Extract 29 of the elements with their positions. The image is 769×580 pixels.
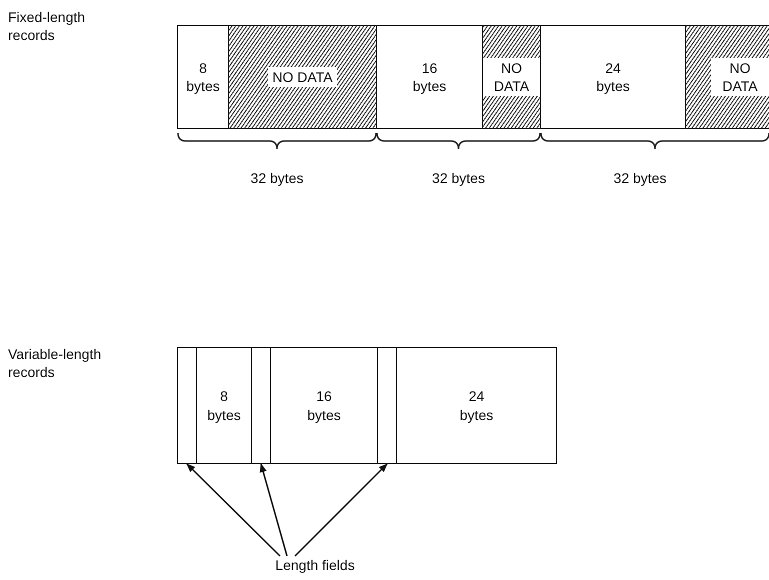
- record-field: [376, 25, 483, 129]
- record-field: [270, 347, 378, 464]
- record-field: [540, 25, 686, 129]
- length-field: [377, 347, 397, 464]
- empty-data-field: [685, 25, 769, 129]
- field-label: 8 bytes: [185, 58, 221, 96]
- field-label: 24 bytes: [458, 387, 494, 425]
- arrow: [186, 463, 281, 557]
- arrow: [294, 463, 388, 557]
- field-label: NO DATA: [711, 58, 769, 96]
- empty-data-field: [482, 25, 541, 129]
- row-label: Variable-length records: [8, 345, 102, 382]
- field-label: NO DATA: [268, 66, 337, 88]
- field-label: 16 bytes: [306, 387, 342, 425]
- field-label: NO DATA: [483, 58, 540, 96]
- size-label: 32 bytes: [250, 169, 304, 188]
- record-field: [177, 25, 229, 129]
- arrow: [260, 463, 288, 556]
- length-field: [251, 347, 271, 464]
- record-field: [196, 347, 252, 464]
- record-field: [396, 347, 557, 464]
- field-label: 8 bytes: [206, 387, 242, 425]
- size-label: 32 bytes: [612, 169, 668, 188]
- row-label: Fixed-length records: [8, 8, 86, 44]
- size-label: 32 bytes: [431, 169, 486, 188]
- field-label: 24 bytes: [595, 58, 631, 96]
- caption-text: Length fields: [255, 556, 375, 574]
- field-label: 16 bytes: [412, 58, 448, 96]
- length-field: [177, 347, 197, 464]
